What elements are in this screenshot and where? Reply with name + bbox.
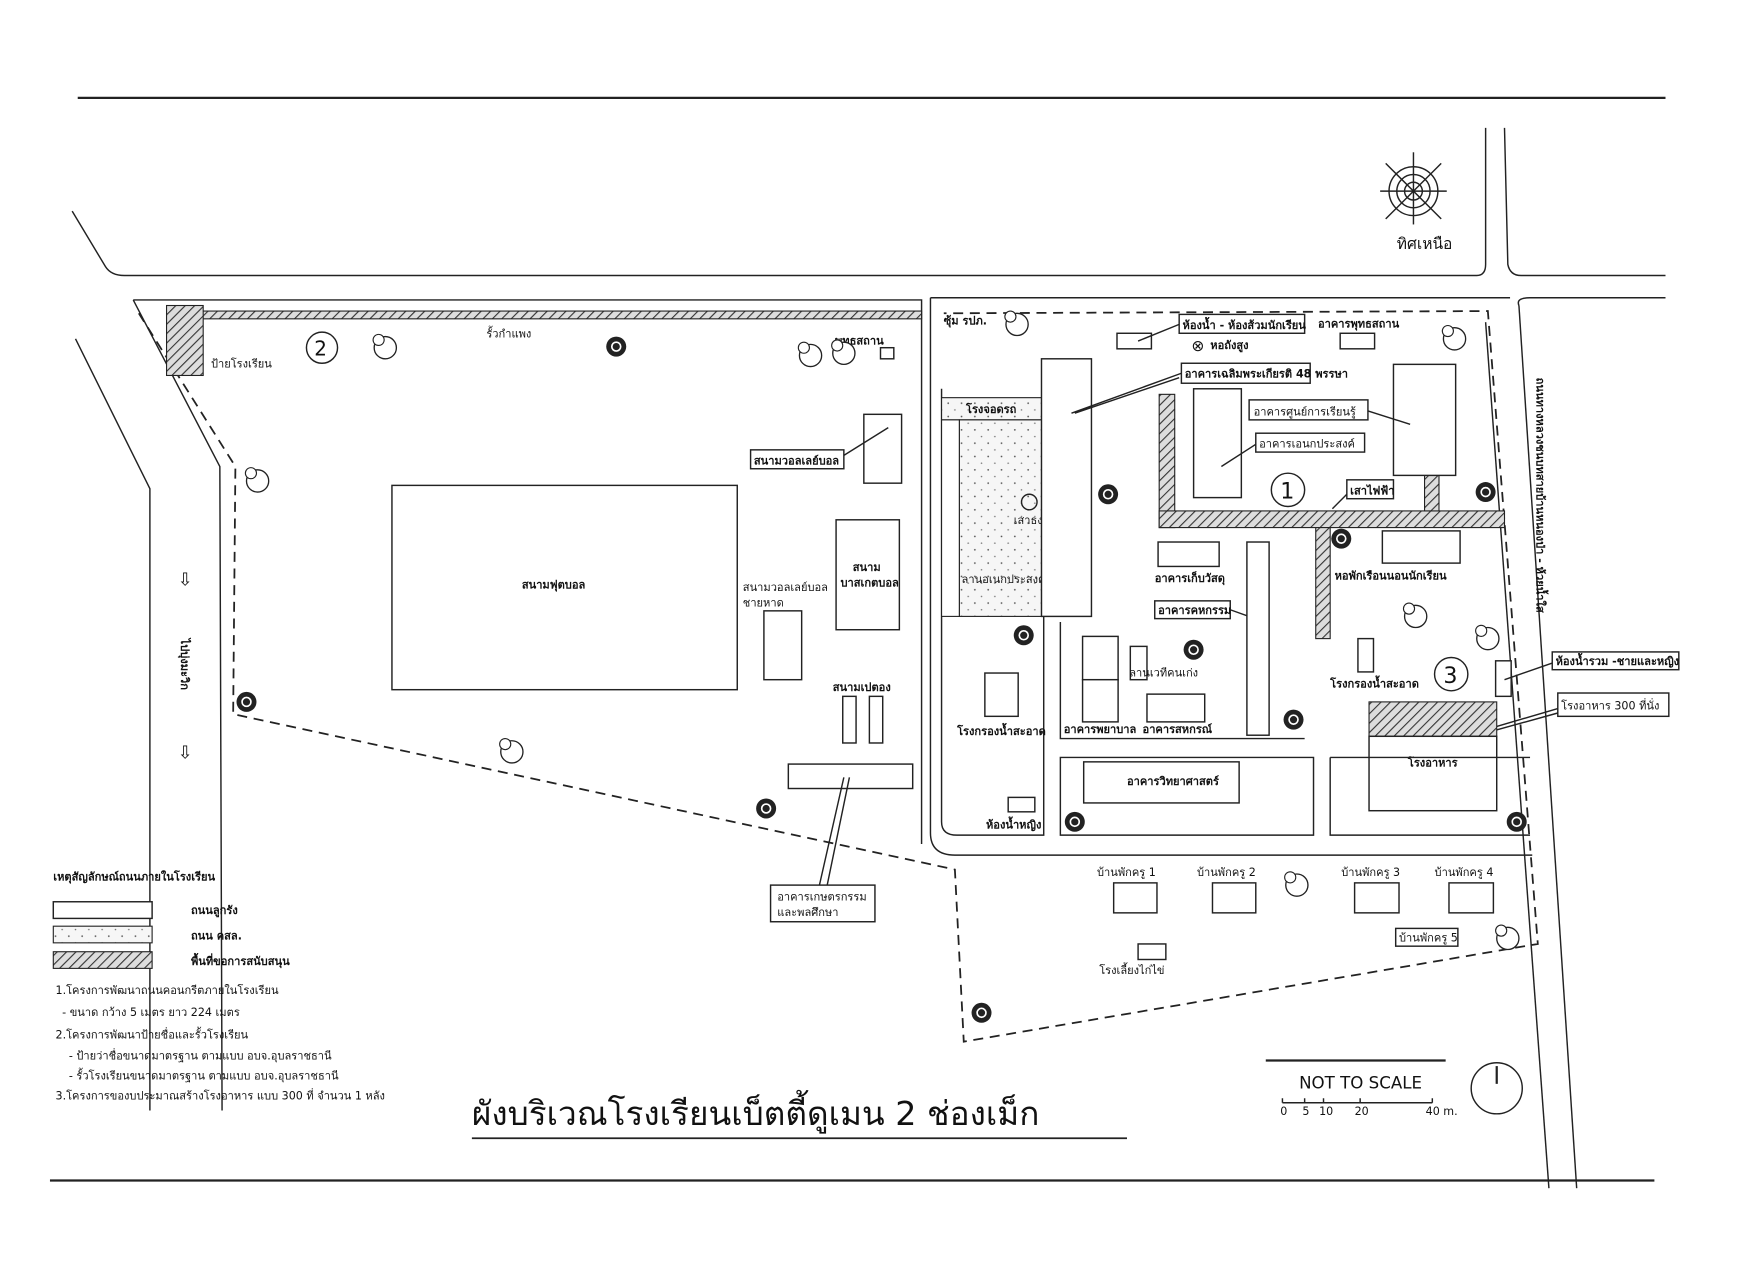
legend-label: ถนน คสล.	[191, 930, 242, 943]
requested-concrete-road	[1158, 393, 1506, 640]
legend-note: 3.โครงการของบประมาณสร้างโรงอาหาร แบบ 300…	[56, 1087, 385, 1102]
storage-label: อาคารเก็บวัสดุ	[1155, 571, 1225, 586]
chalerm-label: อาคารเฉลิมพระเกียรติ 48 พรรษา	[1185, 368, 1348, 381]
agri-label: และพลศึกษา	[777, 906, 838, 919]
football-label: สนามฟุตบอล	[522, 579, 586, 593]
football-field	[391, 484, 738, 691]
learning-center	[1392, 363, 1457, 477]
multipurpose-yard-label: ลานอเนกประสงค์	[962, 573, 1046, 586]
house-label: บ้านพักครู 2	[1197, 866, 1256, 879]
water-tower-icon: ⊗	[1191, 337, 1204, 355]
basketball-court	[835, 519, 901, 631]
teacher-houses: บ้านพักครู 1 บ้านพักครู 2 บ้านพักครู 3 บ…	[1097, 866, 1495, 947]
flagpole-label: เสาธง	[1014, 514, 1043, 527]
left-road-label: ไปบุ่งมะวิก	[177, 637, 192, 691]
buddha-building-label: อาคารพุทธสถาน	[1318, 318, 1400, 332]
zone-2-marker: 2	[314, 336, 327, 360]
bleachers	[941, 419, 960, 617]
scale-tick: 0	[1280, 1105, 1287, 1118]
talent-stage-label: ลานเวทีคนเก่ง	[1129, 666, 1198, 679]
canteen-300-label: โรงอาหาร 300 ที่นั่ง	[1561, 698, 1659, 713]
canteen-label: โรงอาหาร	[1407, 755, 1458, 769]
parking-label: โรงจอดรถ	[965, 402, 1017, 416]
nursing-label: อาคารพยาบาล	[1064, 723, 1137, 736]
house-label: บ้านพักครู 3	[1341, 866, 1400, 879]
scale-tick: 10	[1319, 1105, 1333, 1118]
compass-label: ทิศเหนือ	[1397, 235, 1453, 253]
science-label: อาคารวิทยาศาสตร์	[1127, 775, 1219, 788]
legend: เหตุสัญลักษณ์ถนนภายในโรงเรียน ถนนลูกรัง …	[52, 870, 385, 1102]
scale-bar	[1281, 1098, 1434, 1104]
water-filter-label: โรงกรองน้ำสะอาด	[1329, 674, 1419, 690]
beach-volleyball-label: ชายหาด	[743, 596, 784, 609]
right-road-label: ถนนทางหลวงชนบทสายบ้านหนองป่า - ห้วยน้ำใส	[1534, 378, 1550, 613]
requested-canteen	[1368, 701, 1498, 737]
dormitory-label: หอพักเรือนนอนนักเรียน	[1335, 570, 1447, 583]
multipurpose-yard	[958, 419, 1045, 617]
boundary-wall	[165, 310, 923, 320]
house-label: บ้านพักครู 5	[1399, 932, 1458, 945]
legend-title: เหตุสัญลักษณ์ถนนภายในโรงเรียน	[53, 870, 215, 885]
school-boundary	[138, 310, 1539, 1043]
water-tower-label: หอถังสูง	[1210, 339, 1248, 353]
multipurpose-building-label: อาคารเอนกประสงค์	[1259, 438, 1355, 451]
volleyball-label: สนามวอลเลย์บอล	[754, 454, 839, 467]
roads	[71, 127, 1666, 1189]
scale-tick: 5	[1302, 1105, 1309, 1118]
agri-building	[787, 763, 914, 790]
campus-road	[929, 297, 1533, 856]
page-title: ผังบริเวณโรงเรียนเบ็ตตี้ดูเมน 2 ช่องเม็ก	[472, 1089, 1039, 1134]
home-ec-label: อาคารคหกรรม	[1158, 604, 1231, 617]
coop-label: อาคารสหกรณ์	[1143, 723, 1213, 736]
chicken-house-label: โรงเลี้ยงไก่ไข่	[1099, 962, 1164, 977]
female-toilet-label: ห้องน้ำหญิง	[986, 815, 1041, 831]
school-sign-label: ป้ายโรงเรียน	[211, 357, 272, 371]
legend-note: - ป้ายว่าชื่อขนาดมาตรฐาน ตามแบบ อบจ.อุบล…	[69, 1047, 332, 1062]
agri-label: อาคารเกษตรกรรม	[777, 891, 866, 904]
legend-note: 1.โครงการพัฒนาถนนคอนกรีตภายในโรงเรียน	[56, 983, 279, 997]
beach-volleyball-label: สนามวอลเลย์บอล	[743, 581, 828, 594]
science-building	[1082, 761, 1240, 804]
legend-note: 2.โครงการพัฒนาป้ายชื่อและรั้วโรงเรียน	[56, 1026, 249, 1041]
zone-1-marker: 1	[1280, 479, 1294, 505]
petanque-label: สนามเปตอง	[833, 681, 891, 694]
canteen	[1368, 735, 1498, 812]
legend-label: ถนนลูกรัง	[191, 904, 238, 918]
learning-center-label: อาคารศูนย์การเรียนรู้	[1254, 405, 1356, 418]
compass-icon	[1380, 152, 1447, 225]
direction-arrow-icon: ⇩	[178, 570, 193, 590]
legend-note: - ขนาด กว้าง 5 เมตร ยาว 224 เมตร	[62, 1006, 240, 1019]
scale-tick: 40 m.	[1426, 1105, 1458, 1118]
scale-tick: 20	[1355, 1105, 1369, 1118]
legend-label: พื้นที่ขอการสนับสนุน	[191, 952, 290, 969]
not-to-scale: NOT TO SCALE	[1299, 1073, 1422, 1092]
shared-toilets-label: ห้องน้ำรวม -ชายและหญิง	[1556, 652, 1680, 668]
multipurpose-building	[1192, 388, 1243, 499]
basketball-label: สนาม	[853, 561, 881, 574]
chalerm-building	[1040, 358, 1093, 618]
north-marker-icon	[1470, 1062, 1523, 1115]
guard-label: ซุ้ม รปภ.	[944, 314, 987, 328]
school-sign	[165, 304, 204, 377]
power-pole-label: เสาไฟฟ้า	[1350, 483, 1394, 497]
house-label: บ้านพักครู 4	[1435, 866, 1494, 879]
legend-note: - รั้วโรงเรียนขนาดมาตรฐาน ตามแบบ อบจ.อุบ…	[69, 1067, 339, 1082]
beach-volleyball-court	[763, 610, 803, 681]
house-label: บ้านพักครู 1	[1097, 866, 1156, 879]
water-filter-label: โรงกรองน้ำสะอาด	[956, 722, 1046, 738]
zone-3-marker: 3	[1443, 663, 1457, 689]
wall-label: รั้วกำแพง	[486, 326, 531, 341]
student-toilets-label: ห้องน้ำ - ห้องส้วมนักเรียน	[1183, 316, 1307, 332]
direction-arrow-icon: ⇩	[178, 744, 193, 764]
basketball-label: บาสเกตบอล	[841, 576, 899, 589]
